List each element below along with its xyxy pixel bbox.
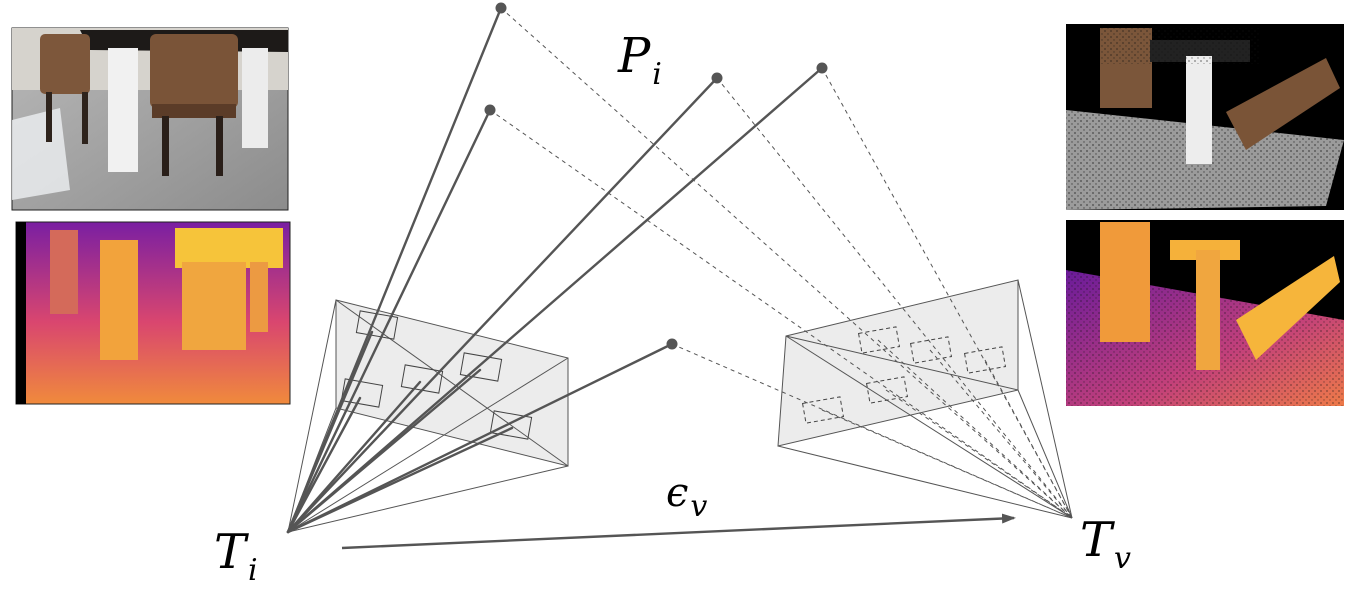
source-patch <box>459 352 503 382</box>
source-patch <box>340 378 384 408</box>
perturbation-label: ϵv <box>666 470 707 524</box>
virtual-camera-frustum <box>777 279 1073 519</box>
virtual-rays <box>489 7 1073 519</box>
scene-point <box>666 338 678 350</box>
reprojection-ray <box>671 343 1073 519</box>
virtual-patch <box>963 346 1007 374</box>
virtual-patch <box>857 326 901 354</box>
reprojection-ray <box>821 409 1073 519</box>
reprojection-ray <box>716 77 1073 519</box>
ray <box>286 342 674 534</box>
reprojection-ray <box>984 359 1073 519</box>
ray <box>286 108 492 534</box>
point-label: Pi <box>617 28 662 92</box>
ray <box>286 396 362 534</box>
source-depth-image <box>15 221 291 405</box>
perturbation-arrow <box>341 513 1016 550</box>
source-patch <box>489 410 533 440</box>
source-pose-label: Ti <box>214 524 258 588</box>
source-rgb-image <box>11 27 289 211</box>
reprojection-ray <box>821 67 1073 519</box>
virtual-image-plane <box>777 279 1019 447</box>
virtual-pose-label: Tv <box>1080 512 1131 576</box>
scene-point <box>711 72 723 84</box>
reprojection-ray <box>489 109 1073 519</box>
virtual-patch <box>909 336 953 364</box>
scene-point <box>816 62 828 74</box>
scene-point <box>495 2 507 14</box>
ray <box>286 426 514 534</box>
source-patch <box>400 364 444 394</box>
reprojection-ray <box>885 389 1073 519</box>
virtual-rgb-image <box>1066 24 1344 210</box>
ray <box>286 76 719 534</box>
scene-points <box>484 2 828 350</box>
source-rays <box>286 6 824 534</box>
ray <box>286 66 824 534</box>
reprojection-ray <box>877 339 1073 519</box>
ray <box>286 368 482 534</box>
scene-point <box>484 104 496 116</box>
virtual-depth-image <box>1066 220 1344 406</box>
ray <box>286 380 422 534</box>
virtual-patch <box>865 376 909 404</box>
ray <box>286 330 374 534</box>
source-patch <box>355 310 399 340</box>
virtual-patch <box>801 396 845 424</box>
